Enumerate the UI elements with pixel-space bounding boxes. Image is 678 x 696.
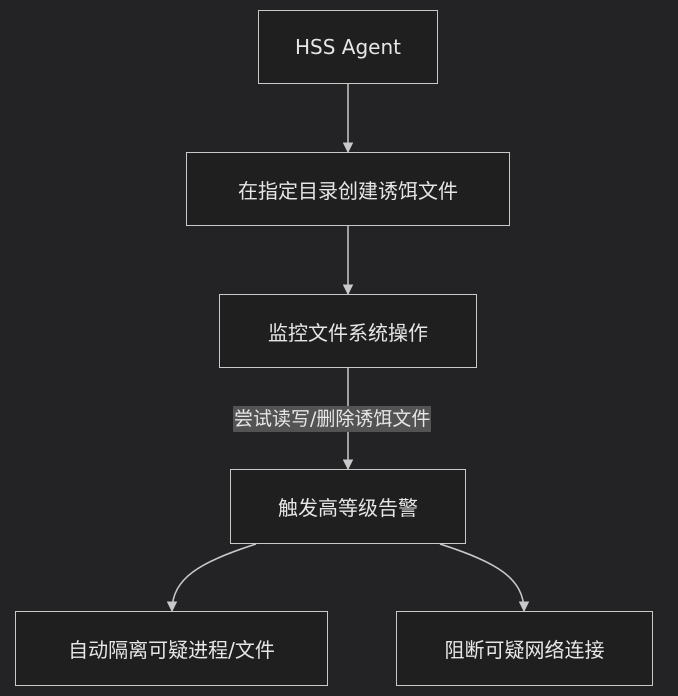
edge-alert-to-isolate xyxy=(166,543,257,613)
node-block-connection: 阻断可疑网络连接 xyxy=(396,611,653,686)
node-create-bait-files: 在指定目录创建诱饵文件 xyxy=(186,152,510,226)
edge-alert-to-block xyxy=(439,543,530,613)
edge-label-access-bait: 尝试读写/删除诱饵文件 xyxy=(233,406,432,432)
node-high-level-alert: 触发高等级告警 xyxy=(230,469,466,544)
node-monitor-fs-operations: 监控文件系统操作 xyxy=(219,294,477,368)
node-hss-agent: HSS Agent xyxy=(258,10,438,84)
node-auto-isolate: 自动隔离可疑进程/文件 xyxy=(15,611,328,686)
